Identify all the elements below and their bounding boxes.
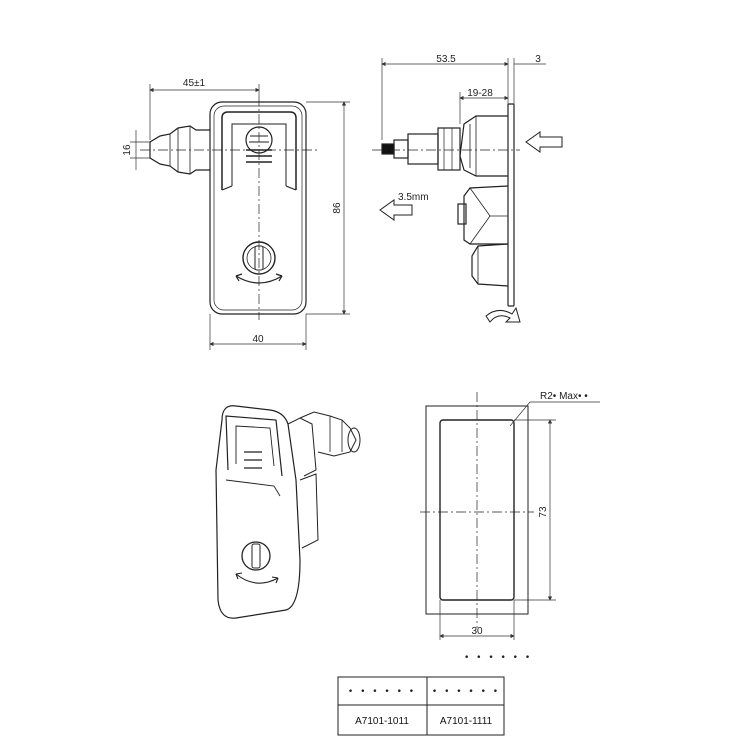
dim-r2-max: R2• Max• • [540, 391, 588, 402]
part-number-a7101-1111: A7101-1111 [440, 716, 493, 727]
iso-body [215, 405, 301, 619]
insert-arrow-icon [525, 131, 563, 153]
upper-housing [459, 115, 508, 177]
front-view [140, 96, 320, 320]
spindle-shaft [407, 133, 439, 165]
dim-40: 40 [252, 334, 264, 345]
part-table [337, 676, 505, 736]
rotate-arrow-icon [485, 306, 521, 323]
dim-16: 16 [122, 144, 133, 156]
iso-key-lock [241, 541, 271, 571]
dim-30: 30 [471, 626, 483, 637]
cutout-view [420, 392, 534, 628]
spindle-nut [437, 127, 461, 171]
cutout-dimensions [439, 401, 600, 640]
dim-86: 86 [332, 202, 343, 214]
dim-19-28: 19-28 [467, 88, 493, 99]
dim-53-5: 53.5 [436, 54, 456, 65]
dim-73: 73 [538, 506, 549, 518]
handle-loop [221, 111, 297, 190]
dim-45: 45±1 [183, 78, 206, 89]
isometric-view [215, 405, 361, 619]
iso-rotation-arrow-icon [235, 573, 279, 584]
side-view-dimensions [381, 58, 546, 140]
part-number-a7101-1011: A7101-1011 [355, 716, 409, 727]
lower-housing [463, 185, 509, 245]
travel-arrow-icon [379, 199, 413, 221]
side-view [372, 103, 563, 323]
lock-cylinder [471, 243, 509, 287]
table-header-right: • • • • • • [432, 687, 500, 697]
table-header-left: • • • • • • [348, 687, 416, 697]
latch-body-inner [213, 105, 303, 311]
flange-plate [507, 103, 515, 307]
dim-3-5mm: 3.5mm [398, 192, 429, 203]
front-view-dimensions [130, 84, 350, 350]
latch-body-outline [209, 101, 307, 315]
spindle-tip [381, 143, 395, 155]
note-dots: • • • • • • [464, 653, 532, 663]
dim-3: 3 [535, 54, 541, 65]
